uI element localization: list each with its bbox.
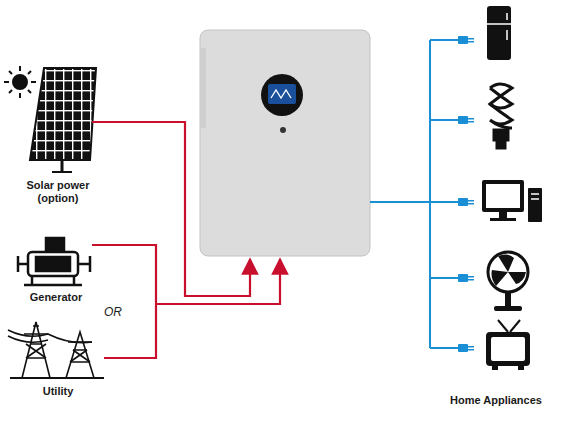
- fridge-icon: [487, 6, 511, 60]
- caption-text: Generator: [13, 291, 99, 304]
- or-note: OR: [104, 305, 122, 319]
- output-wires: [370, 40, 458, 348]
- inverter-unit: [200, 30, 370, 256]
- tv-icon: [486, 320, 530, 370]
- sun-icon: [4, 66, 36, 98]
- plug-symbols: [458, 36, 474, 352]
- input-wires: [92, 122, 280, 358]
- solar-panel-icon: [30, 68, 96, 172]
- computer-icon: [482, 180, 542, 222]
- generator-icon: [18, 238, 90, 285]
- source-caption: Generator: [11, 290, 101, 305]
- bulb-icon: [490, 84, 512, 148]
- source-caption: Solar power (option): [12, 178, 104, 206]
- utility-pylon-icon: [8, 322, 104, 378]
- source-caption: Utility: [18, 384, 98, 399]
- appliances-caption: Home Appliances: [431, 393, 561, 408]
- fan-icon: [488, 252, 528, 311]
- caption-text: Home Appliances: [433, 394, 559, 407]
- caption-text: Utility: [20, 385, 96, 398]
- caption-text: Solar power (option): [14, 179, 102, 205]
